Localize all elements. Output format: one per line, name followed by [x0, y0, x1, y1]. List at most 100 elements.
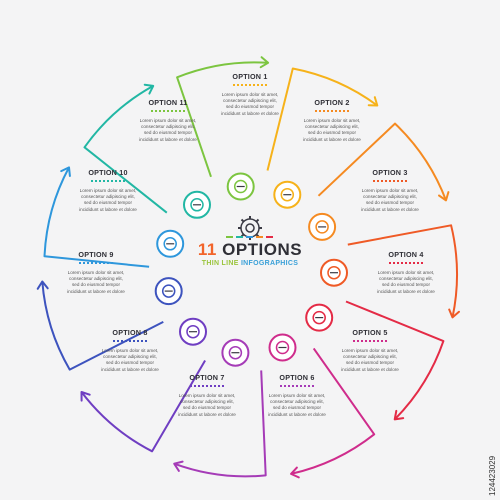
option-8-description: Lorem ipsum dolor sit amet,consectetur a…: [75, 348, 185, 373]
option-3-description-line: incididunt ut labore et dolore: [361, 206, 419, 212]
option-11-title: OPTION 11: [148, 98, 188, 107]
option-2-description-line: Lorem ipsum dolor sit amet,: [303, 118, 361, 123]
search-dollar-icon-glyph: [163, 237, 177, 251]
option-7-divider: [190, 385, 224, 390]
option-9-description-line: sed do eiusmod tempor: [71, 282, 120, 288]
option-1-description: Lorem ipsum dolor sit amet,consectetur a…: [195, 92, 305, 117]
option-9-sector: [43, 166, 185, 268]
option-1-sector: [266, 67, 379, 209]
option-11-description-line: consectetur adipiscing elit,: [141, 124, 195, 130]
option-2-description: Lorem ipsum dolor sit amet,consectetur a…: [277, 118, 387, 143]
option-10-arrowhead: [143, 83, 155, 95]
option-10-outline: [83, 85, 168, 214]
option-1-description-line: consectetur adipiscing elit,: [223, 98, 277, 104]
option-8-description-line: consectetur adipiscing elit,: [103, 354, 157, 360]
option-7-description: Lorem ipsum dolor sit amet,consectetur a…: [152, 393, 262, 418]
option-6-description-line: incididunt ut labore et dolore: [268, 411, 326, 417]
option-11-description-line: sed do eiusmod tempor: [143, 130, 192, 136]
center-color-dash: [226, 236, 233, 238]
option-4-description: Lorem ipsum dolor sit amet,consectetur a…: [351, 270, 461, 295]
option-3-sector: [320, 224, 460, 319]
option-4-divider: [389, 262, 423, 267]
option-4-text: OPTION 4 Lorem ipsum dolor sit amet,conse…: [351, 250, 461, 295]
option-7-title: OPTION 7: [189, 373, 225, 382]
option-10-description: Lorem ipsum dolor sit amet,consectetur a…: [53, 188, 163, 213]
center-number: 11: [197, 240, 217, 259]
option-10-description-line: consectetur adipiscing elit,: [81, 194, 135, 200]
option-3-description-line: sed do eiusmod tempor: [365, 200, 414, 206]
option-7-sector: [80, 317, 207, 453]
option-4-outline: [345, 300, 445, 421]
option-3-description-line: Lorem ipsum dolor sit amet,: [361, 188, 419, 193]
option-5-title: OPTION 5: [352, 328, 388, 337]
center-gear-hub: [245, 223, 255, 233]
option-9-title: OPTION 9: [78, 250, 114, 259]
option-5-divider: [353, 340, 387, 345]
option-3-outline: [347, 224, 458, 318]
option-8-arrowhead: [36, 280, 49, 290]
option-7-description-line: incididunt ut labore et dolore: [178, 411, 236, 417]
option-5-text: OPTION 5 Lorem ipsum dolor sit amet,conse…: [315, 328, 425, 373]
option-1-description-line: Lorem ipsum dolor sit amet,: [221, 92, 279, 97]
option-6-arrowhead: [173, 460, 184, 472]
option-2-description-line: consectetur adipiscing elit,: [305, 124, 359, 130]
option-7-description-line: Lorem ipsum dolor sit amet,: [178, 393, 236, 398]
option-2-title: OPTION 2: [314, 98, 350, 107]
option-2-divider: [315, 110, 349, 115]
trophy-icon-glyph: [228, 345, 243, 360]
center-color-dash: [266, 236, 273, 238]
option-5-arrowhead: [290, 466, 300, 479]
gear-icon-glyph: [186, 324, 200, 339]
center-subtitle-a: THIN LINE: [201, 260, 239, 267]
center-color-dash: [256, 236, 263, 238]
option-11-arrowhead: [259, 56, 270, 69]
option-8-description-line: incididunt ut labore et dolore: [101, 366, 159, 372]
option-5-description: Lorem ipsum dolor sit amet,consectetur a…: [315, 348, 425, 373]
option-5-sector: [268, 333, 376, 479]
option-7-outline: [80, 359, 206, 453]
option-6-text: OPTION 6 Lorem ipsum dolor sit amet,conse…: [242, 373, 352, 418]
option-2-sector: [308, 122, 450, 241]
option-8-divider: [113, 340, 147, 345]
option-9-divider: [79, 262, 113, 267]
option-10-divider: [91, 180, 125, 185]
option-11-description-line: Lorem ipsum dolor sit amet,: [139, 118, 197, 123]
option-6-title: OPTION 6: [279, 373, 315, 382]
center-subtitle: THIN LINE INFOGRAPHICS: [190, 260, 310, 267]
option-4-description-line: consectetur adipiscing elit,: [379, 276, 433, 282]
option-9-description-line: incididunt ut labore et dolore: [67, 288, 125, 294]
option-9-outline: [43, 166, 150, 268]
rocket-icon-glyph: [327, 265, 341, 280]
option-6-description-line: Lorem ipsum dolor sit amet,: [268, 393, 326, 398]
center-word: OPTIONS: [222, 240, 303, 259]
option-9-text: OPTION 9 Lorem ipsum dolor sit amet,conse…: [41, 250, 151, 295]
option-11-text: OPTION 11 Lorem ipsum dolor sit amet,cons…: [113, 98, 223, 143]
option-7-description-line: consectetur adipiscing elit,: [180, 399, 234, 405]
option-2-text: OPTION 2 Lorem ipsum dolor sit amet,conse…: [277, 98, 387, 143]
option-11-divider: [151, 110, 185, 115]
option-7-text: OPTION 7 Lorem ipsum dolor sit amet,conse…: [152, 373, 262, 418]
option-3-description: Lorem ipsum dolor sit amet,consectetur a…: [335, 188, 445, 213]
option-1-title: OPTION 1: [232, 72, 268, 81]
lightbulb-icon-glyph: [280, 187, 295, 202]
option-8-description-line: sed do eiusmod tempor: [105, 360, 154, 366]
option-4-description-line: incididunt ut labore et dolore: [377, 288, 435, 294]
option-3-description-line: consectetur adipiscing elit,: [363, 194, 417, 200]
option-11-description-line: incididunt ut labore et dolore: [139, 136, 197, 142]
option-9-arrowhead: [60, 166, 71, 177]
option-5-description-line: consectetur adipiscing elit,: [343, 354, 397, 360]
option-1-arrowhead: [367, 96, 379, 107]
option-4-title: OPTION 4: [388, 250, 424, 259]
option-9-description-line: Lorem ipsum dolor sit amet,: [67, 270, 125, 275]
center-gear-ring: [240, 218, 260, 238]
option-8-outline: [41, 281, 164, 371]
option-2-outline: [317, 122, 447, 201]
stock-watermark: 124423029: [488, 455, 497, 496]
center-color-dash: [246, 236, 253, 238]
option-6-outline: [173, 370, 267, 478]
center-gear-logo-icon: [226, 216, 273, 240]
option-4-arrowhead: [393, 409, 405, 421]
option-9-description-line: consectetur adipiscing elit,: [69, 276, 123, 282]
option-6-description-line: consectetur adipiscing elit,: [270, 399, 324, 405]
